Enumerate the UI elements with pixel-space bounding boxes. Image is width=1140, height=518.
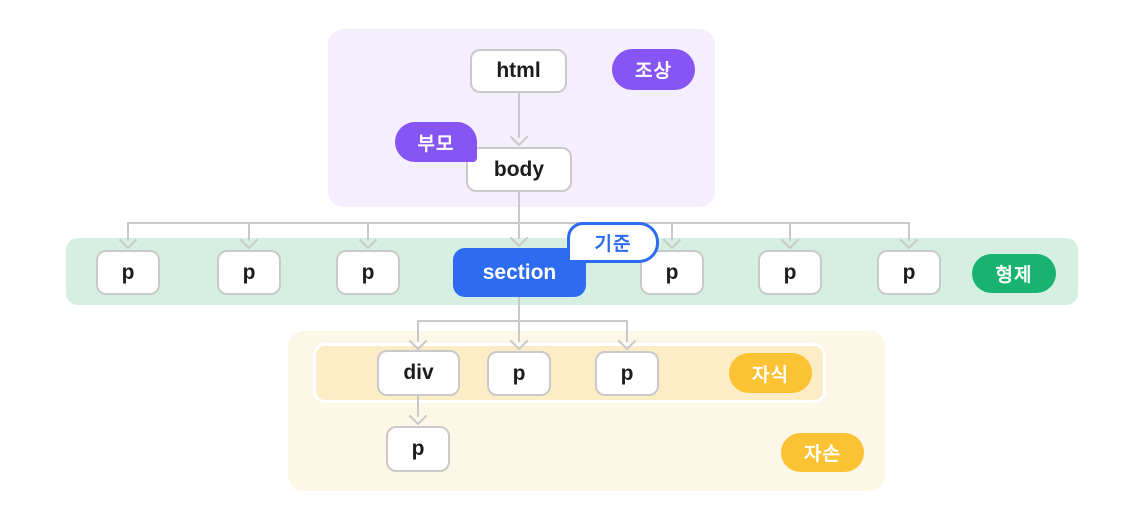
node-sibling-p-4: p xyxy=(640,250,704,295)
parent-badge: 부모 xyxy=(395,122,477,162)
node-child-p-2: p xyxy=(595,351,659,396)
child-badge: 자식 xyxy=(729,353,812,393)
node-sibling-p-1: p xyxy=(96,250,160,295)
node-sibling-p-6: p xyxy=(877,250,941,295)
descendant-badge: 자손 xyxy=(781,433,864,472)
ancestor-badge: 조상 xyxy=(612,49,695,90)
node-div: div xyxy=(377,350,460,396)
reference-badge: 기준 xyxy=(567,222,659,263)
node-descendant-p: p xyxy=(386,426,450,472)
node-sibling-p-2: p xyxy=(217,250,281,295)
node-body: body xyxy=(466,147,572,192)
node-sibling-p-5: p xyxy=(758,250,822,295)
sibling-badge: 형제 xyxy=(972,254,1056,293)
node-sibling-p-3: p xyxy=(336,250,400,295)
node-child-p-1: p xyxy=(487,351,551,396)
node-section: section xyxy=(453,248,586,297)
node-html: html xyxy=(470,49,567,93)
